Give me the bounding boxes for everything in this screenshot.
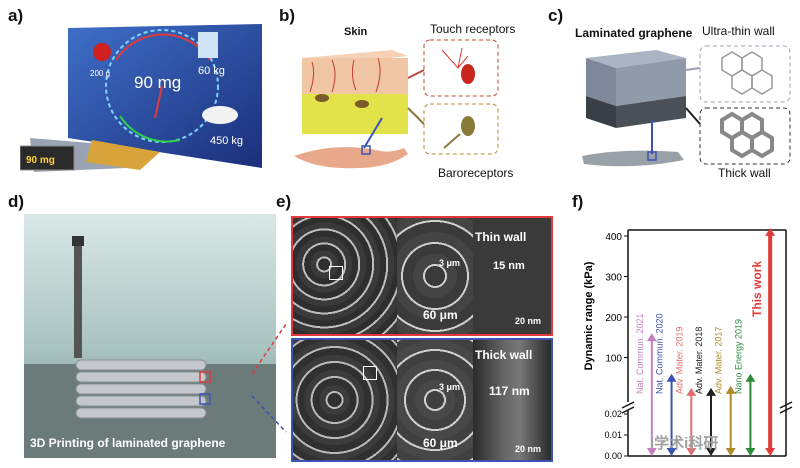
baroreceptors-label: Baroreceptors [438, 166, 514, 180]
axis-break-right-2 [779, 406, 793, 414]
thick-wall-117nm: 117 nm [489, 384, 530, 398]
bar-label-1: Nat. Commun. 2020 [655, 313, 665, 394]
bar-head-bottom-2 [686, 448, 697, 456]
bar-head-top-6 [765, 227, 776, 236]
panel-a-label: a) [8, 6, 24, 25]
bar-head-top-1 [666, 373, 677, 382]
ultra-thin-wall-label: Ultra-thin wall [702, 24, 775, 38]
panel-e-label: e) [276, 192, 292, 211]
thick-wall-label-e: Thick wall [475, 348, 533, 362]
thin-wall-15nm: 15 nm [493, 260, 525, 272]
sem-top-medium [397, 218, 473, 334]
bar-head-bottom-5 [745, 448, 756, 456]
device-readout: 90 mg [26, 155, 55, 166]
sem-top-large [293, 218, 397, 334]
bar-label-5: Nano Energy 2019 [733, 319, 743, 394]
ytick-upper-label-1: 200 [605, 313, 622, 324]
skin-label: Skin [344, 26, 368, 38]
axis-break-left-1 [621, 401, 635, 409]
scale-display: 90 mg [134, 73, 181, 92]
weight-200g: 200 g [90, 69, 110, 78]
panel-a-illustration: 200 g 60 kg 450 kg 90 mg 90 mg [19, 20, 268, 180]
ytick-upper-label-2: 300 [605, 273, 622, 284]
axis-break-left-2 [621, 406, 635, 414]
bar-head-top-3 [706, 387, 716, 396]
panel-b-illustration [292, 38, 500, 174]
sem-top-inset-box [329, 266, 343, 280]
laminated-graphene-title: Laminated graphene [575, 26, 693, 40]
dynamic-range-chart: Dynamic range (kPa) 100 200 300 400 0.00 0.01… [583, 227, 793, 461]
sem-bottom-frame: Thick wall 117 nm 60 μm 3 μm 20 nm [291, 338, 553, 462]
bar-head-top-2 [686, 387, 697, 396]
scale-3um-top: 3 μm [439, 258, 461, 268]
sem-bottom-inset-box [363, 366, 377, 380]
ytick-lower-label-0: 0.00 [604, 451, 622, 461]
chart-ylabel: Dynamic range (kPa) [583, 261, 595, 370]
watermark: i学术i科研 [650, 435, 719, 452]
thick-wall-label: Thick wall [718, 166, 771, 180]
panel-c-label: c) [548, 6, 564, 25]
panel-d-label: d) [8, 192, 25, 211]
ytick-lower-label-2: 0.02 [604, 409, 622, 419]
bar-label-4: Adv. Mater. 2017 [714, 327, 724, 394]
bar-head-bottom-1 [666, 448, 677, 456]
bar-head-bottom-4 [725, 448, 736, 456]
scale-60um-bottom: 60 μm [423, 436, 458, 450]
weight-450kg: 450 kg [210, 135, 243, 147]
sem-top-zoom [473, 218, 551, 334]
sem-bottom-medium [397, 340, 473, 460]
scale-3um-bottom: 3 μm [439, 382, 461, 392]
panel-c-illustration [582, 40, 796, 172]
scale-20nm-top: 20 nm [515, 316, 542, 326]
ytick-upper-label-3: 400 [605, 232, 622, 243]
touch-receptors-label: Touch receptors [430, 22, 516, 36]
panel-b-label: b) [279, 6, 296, 25]
ytick-upper-label-0: 100 [605, 354, 622, 365]
panel-f-label: f) [572, 192, 584, 211]
bar-head-bottom-0 [646, 448, 657, 456]
bar-label-0: Nat. Commun. 2021 [635, 313, 645, 394]
axis-break-right-1 [779, 401, 793, 409]
bar-head-top-4 [725, 385, 736, 394]
bar-label-3: Adv. Mater. 2018 [694, 327, 704, 394]
bar-label-2: Adv. Mater. 2019 [674, 327, 684, 394]
bar-head-bottom-6 [765, 448, 776, 456]
thin-wall-label: Thin wall [475, 230, 527, 244]
panel-d-arrows [251, 323, 287, 433]
scale-20nm-bottom: 20 nm [515, 444, 542, 454]
sem-bottom-zoom [473, 340, 551, 460]
weight-60kg: 60 kg [198, 65, 225, 77]
bar-label-6: This work [750, 261, 764, 317]
panel-d-caption: 3D Printing of laminated graphene [30, 436, 226, 450]
ytick-lower-label-1: 0.01 [604, 430, 622, 440]
panel-d-render: 3D Printing of laminated graphene [24, 214, 276, 458]
bar-head-top-5 [745, 373, 756, 382]
sem-top-frame: Thin wall 15 nm 60 μm 3 μm 20 nm [291, 216, 553, 336]
scale-60um-top: 60 μm [423, 308, 458, 322]
bar-head-bottom-3 [706, 448, 716, 456]
sem-bottom-large [293, 340, 397, 460]
bar-head-top-0 [646, 333, 657, 342]
